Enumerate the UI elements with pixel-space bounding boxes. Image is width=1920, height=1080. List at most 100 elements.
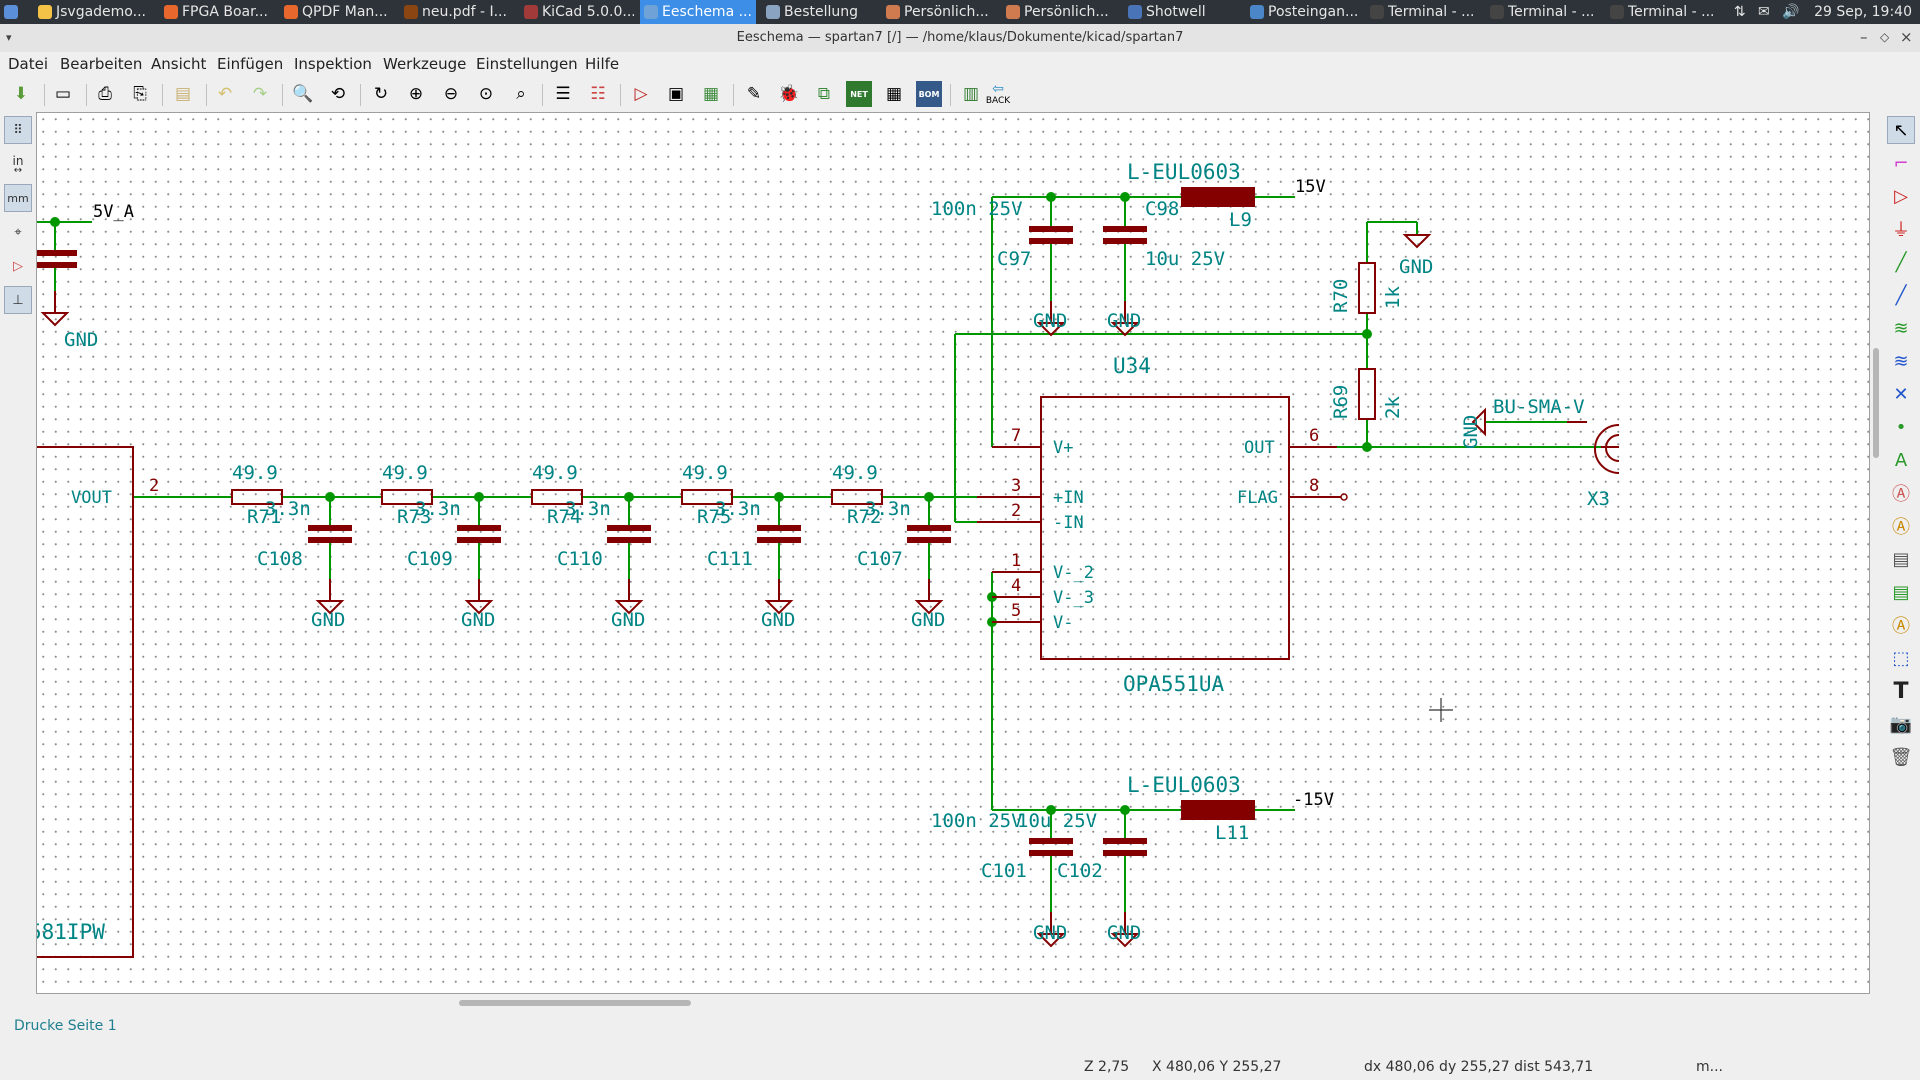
menu-einfuegen[interactable]: Einfügen — [217, 55, 284, 73]
zoom-selection-icon[interactable]: ⌕ — [516, 84, 526, 104]
add-bus-icon[interactable]: ╱ — [1895, 284, 1907, 306]
menu-datei[interactable]: Datei — [8, 55, 49, 73]
network-icon[interactable]: ⇅ — [1733, 4, 1746, 20]
undo-icon[interactable]: ↶ — [217, 84, 233, 104]
find-icon[interactable]: 🔍 — [292, 84, 314, 104]
opamp-body[interactable] — [1040, 396, 1290, 660]
leave-sheet-icon[interactable]: ☷ — [590, 84, 606, 104]
assign-footprints-icon[interactable]: ⧉ — [817, 84, 831, 104]
highlight-net-icon[interactable]: ⌐ — [1893, 152, 1909, 174]
add-symbol-icon[interactable]: ▷ — [1894, 185, 1908, 207]
add-image-icon[interactable]: 📷 — [1889, 713, 1913, 735]
minimize-button[interactable]: – — [1860, 28, 1868, 46]
taskbar-task[interactable]: KiCad 5.0.0... — [520, 0, 634, 24]
resistor-r69[interactable] — [1358, 368, 1376, 420]
units-mm-button[interactable]: mm — [4, 184, 32, 212]
no-connect-icon[interactable]: ✕ — [1893, 383, 1909, 405]
vertical-scroll-thumb[interactable] — [1873, 348, 1879, 458]
add-hierarchical-label-icon[interactable]: Ⓐ — [1892, 517, 1910, 538]
zoom-fit-icon[interactable]: ⊙ — [478, 84, 494, 104]
cursor-shape-icon[interactable]: ⌖ — [14, 224, 22, 240]
taskbar-task[interactable]: Eeschema ... — [640, 0, 756, 24]
taskbar-task[interactable]: QPDF Man... — [280, 0, 394, 24]
add-sheet-icon[interactable]: ▤ — [1892, 548, 1910, 570]
add-graphic-line-icon[interactable]: ⬚ — [1892, 647, 1910, 669]
add-text-icon[interactable]: T — [1893, 678, 1909, 704]
sma-connector[interactable] — [1567, 421, 1620, 474]
taskbar-task[interactable]: Terminal - ... — [1366, 0, 1480, 24]
units-inch-button[interactable]: in↔ — [12, 154, 24, 176]
inductor-l11[interactable] — [1181, 800, 1255, 820]
save-icon[interactable]: ⬇ — [13, 84, 29, 104]
find-replace-icon[interactable]: ⟲ — [330, 84, 346, 104]
hidden-pins-icon[interactable]: ▷ — [13, 258, 23, 274]
close-button[interactable]: × — [1900, 28, 1913, 46]
symbol-library-editor-icon[interactable]: ▷ — [634, 84, 648, 104]
add-wire-icon[interactable]: ╱ — [1895, 251, 1907, 273]
taskbar-task[interactable]: neu.pdf - I... — [400, 0, 514, 24]
add-power-icon[interactable]: ⏚ — [1892, 220, 1910, 241]
taskbar-task[interactable]: Persönlich... — [882, 0, 996, 24]
horizontal-scrollbar[interactable] — [36, 994, 1870, 1010]
import-sheet-pin-icon[interactable]: ▤ — [1892, 581, 1910, 603]
add-global-label-icon[interactable]: Ⓐ — [1892, 484, 1910, 505]
redo-icon[interactable]: ↷ — [252, 84, 268, 104]
menu-werkzeuge[interactable]: Werkzeuge — [383, 55, 467, 73]
wire-to-bus-entry-icon[interactable]: ≋ — [1893, 317, 1909, 339]
bus-definitions-icon[interactable]: ▦ — [885, 84, 903, 104]
bom-icon[interactable]: BOM — [916, 81, 942, 107]
add-junction-icon[interactable]: • — [1895, 416, 1907, 438]
delete-tool-icon[interactable]: 🗑 — [1889, 746, 1913, 768]
menu-bearbeiten[interactable]: Bearbeiten — [60, 55, 143, 73]
mail-icon[interactable]: ✉ — [1758, 4, 1770, 20]
paste-icon[interactable]: ▤ — [174, 84, 192, 104]
start-menu-button[interactable] — [0, 0, 22, 24]
back-annotate-button[interactable]: ⇦ BACK — [983, 79, 1013, 109]
bus-to-bus-entry-icon[interactable]: ≋ — [1893, 350, 1909, 372]
symbol-library-browser-icon[interactable]: ▣ — [667, 84, 685, 104]
erc-icon[interactable]: 🐞 — [778, 84, 800, 104]
menu-einstellungen[interactable]: Einstellungen — [476, 55, 578, 73]
taskbar-task[interactable]: FPGA Boar... — [160, 0, 274, 24]
taskbar-task[interactable]: Terminal - ... — [1486, 0, 1600, 24]
taskbar-task[interactable]: Terminal - ... — [1606, 0, 1720, 24]
clock[interactable]: 29 Sep, 19:40 — [1814, 4, 1912, 20]
app-icon — [164, 5, 178, 19]
taskbar-task[interactable]: Posteingan... — [1246, 0, 1360, 24]
menu-inspektion[interactable]: Inspektion — [294, 55, 372, 73]
hierarchy-navigator-icon[interactable]: ☰ — [555, 84, 571, 104]
pcbnew-icon[interactable]: ▥ — [962, 84, 980, 104]
part-body-left[interactable] — [37, 446, 134, 958]
inductor-l9[interactable] — [1181, 187, 1255, 207]
menu-ansicht[interactable]: Ansicht — [151, 55, 207, 73]
schematic-canvas[interactable]: GND 49.9 R71 3.3n C108 49.9 R73 3.3n C10… — [36, 112, 1870, 994]
orthogonal-lines-icon[interactable]: ⊥ — [4, 286, 32, 314]
print-icon[interactable]: ⎙ — [98, 84, 112, 104]
window-menu-icon[interactable]: ▾ — [6, 31, 12, 44]
select-tool-icon[interactable]: ↖ — [1887, 116, 1915, 144]
vertical-scrollbar[interactable] — [1870, 112, 1882, 994]
add-sheet-pin-icon[interactable]: Ⓐ — [1892, 616, 1910, 637]
page-settings-icon[interactable]: ▭ — [54, 84, 72, 104]
zoom-in-icon[interactable]: ⊕ — [408, 84, 424, 104]
taskbar-task[interactable]: Shotwell — [1124, 0, 1240, 24]
volume-icon[interactable]: 🔊 — [1782, 4, 1800, 20]
resistor-r70[interactable] — [1358, 262, 1376, 314]
maximize-button[interactable]: ◇ — [1880, 30, 1890, 44]
horizontal-scroll-thumb[interactable] — [459, 1000, 691, 1006]
taskbar-task[interactable]: Bestellung — [762, 0, 876, 24]
gnd-label: GND — [1107, 922, 1141, 944]
redraw-icon[interactable]: ↻ — [373, 84, 389, 104]
window-title: Eeschema — spartan7 [/] — /home/klaus/Do… — [736, 30, 1184, 45]
netlist-icon[interactable]: NET — [846, 81, 872, 107]
plot-icon[interactable]: ⎘ — [133, 84, 147, 104]
c110-value: 3.3n — [565, 498, 611, 520]
zoom-out-icon[interactable]: ⊖ — [443, 84, 459, 104]
footprint-editor-icon[interactable]: ▦ — [702, 84, 720, 104]
taskbar-task[interactable]: Persönlich... — [1002, 0, 1116, 24]
menu-hilfe[interactable]: Hilfe — [585, 55, 620, 73]
taskbar-task[interactable]: Jsvgademo... — [34, 0, 154, 24]
annotate-icon[interactable]: ✎ — [746, 84, 762, 104]
add-label-icon[interactable]: A — [1894, 449, 1908, 471]
grid-toggle-icon[interactable]: ⠿ — [4, 116, 32, 144]
